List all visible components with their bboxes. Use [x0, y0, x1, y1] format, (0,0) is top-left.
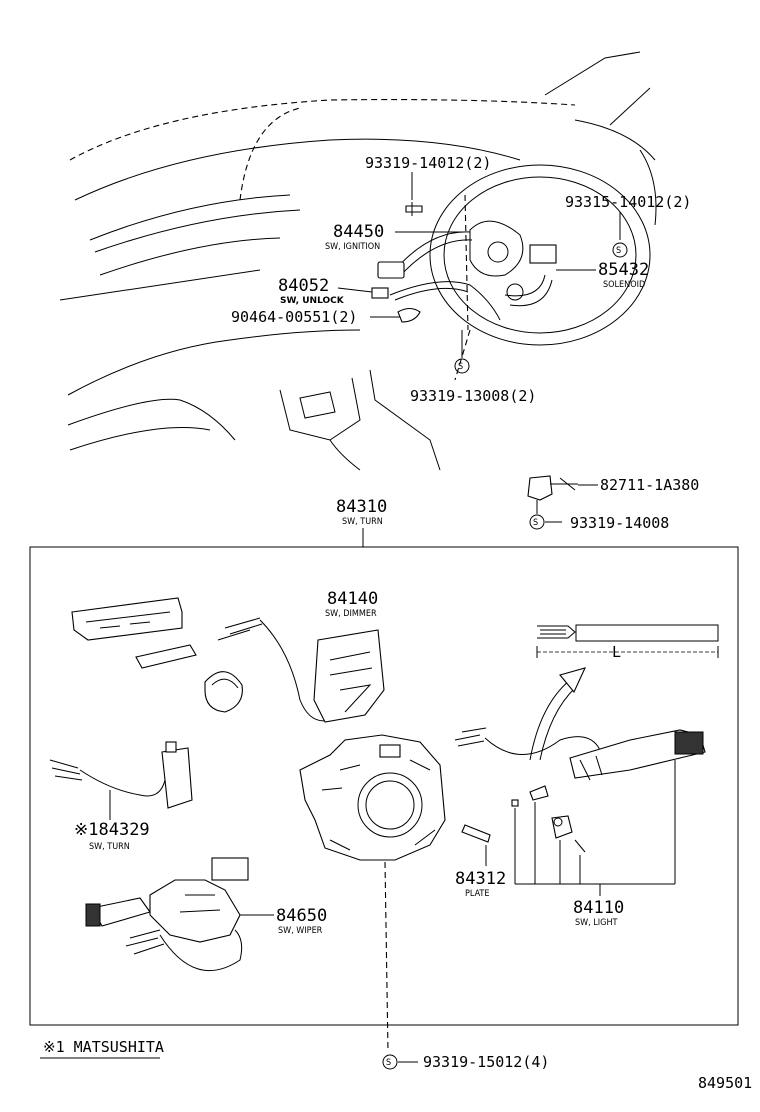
label-84650: 84650: [276, 906, 327, 926]
screw-symbol-s4: S: [386, 1058, 391, 1068]
assembly-box: [29, 546, 739, 1026]
light-switch-group: [454, 727, 706, 853]
dimension-L: L: [612, 643, 621, 661]
footnote-matsushita: ※1 MATSUSHITA: [43, 1038, 164, 1056]
bracket-group: 82711-1A380 S 93319-14008: [527, 475, 699, 532]
label-84140-sub: SW, DIMMER: [325, 609, 377, 619]
label-82711-1a380: 82711-1A380: [600, 476, 699, 494]
screw-symbol-s3: S: [533, 518, 538, 528]
turn-switch-84329-group: [49, 741, 193, 809]
label-93319-15012: 93319-15012(4): [423, 1053, 549, 1071]
label-84450-sub: SW, IGNITION: [325, 242, 380, 252]
screw-symbol-s2: S: [458, 362, 463, 372]
label-84329-sub: SW, TURN: [89, 842, 130, 852]
top-labels: 93319-14012(2) 93315-14012(2) S 84450 SW…: [231, 154, 691, 405]
label-93319-14012: 93319-14012(2): [365, 154, 491, 172]
label-84450: 84450: [333, 222, 384, 242]
diagram-id: 849501: [698, 1074, 752, 1092]
solenoid: [529, 244, 557, 264]
label-84110: 84110: [573, 898, 624, 918]
dimmer-switch-group: [71, 597, 385, 723]
combination-switch-body: [299, 734, 446, 861]
label-84329: ※184329: [74, 820, 150, 840]
label-84110-sub: SW, LIGHT: [575, 918, 618, 928]
unlock-switch: [371, 287, 389, 299]
label-85432-sub: SOLENOID: [603, 280, 645, 290]
label-85432: 85432: [598, 260, 649, 280]
label-84312-sub: PLATE: [465, 889, 490, 899]
screw-symbol-s1: S: [616, 246, 621, 256]
label-84052: 84052: [278, 276, 329, 296]
label-84310-sub: SW, TURN: [342, 517, 383, 527]
label-84650-sub: SW, WIPER: [278, 926, 323, 936]
label-93319-13008: 93319-13008(2): [410, 387, 536, 405]
label-84052-sub: SW, UNLOCK: [280, 296, 345, 306]
label-90464-00551: 90464-00551(2): [231, 308, 357, 326]
label-84140: 84140: [327, 589, 378, 609]
label-84312: 84312: [455, 869, 506, 889]
label-93319-14008: 93319-14008: [570, 514, 669, 532]
ignition-switch-connector: [377, 261, 405, 279]
dashboard-illustration: [59, 51, 657, 471]
label-93315-14012: 93315-14012(2): [565, 193, 691, 211]
label-84310: 84310: [336, 497, 387, 517]
wiper-switch-group: [85, 857, 249, 972]
